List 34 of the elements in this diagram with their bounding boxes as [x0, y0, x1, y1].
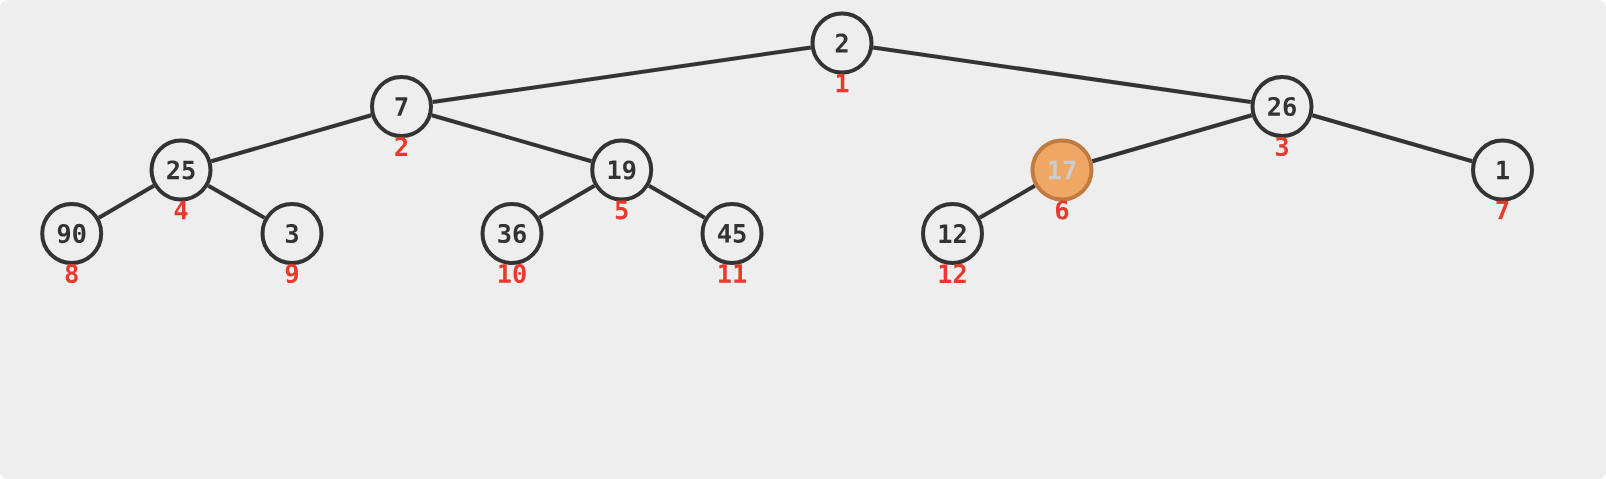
index-number: 3 — [1275, 136, 1288, 157]
tree-edge — [872, 45, 1252, 104]
tree-node: 26 — [1250, 75, 1314, 138]
tree-edge — [538, 184, 596, 220]
tree-node: 25 — [149, 138, 213, 202]
index-number: 11 — [719, 264, 747, 283]
tree-edge — [97, 184, 155, 220]
index-number: 8 — [65, 263, 78, 284]
index-number: 5 — [615, 200, 628, 220]
tree-node: 36 — [480, 202, 544, 265]
tree-node: 90 — [40, 202, 104, 265]
tree-edge — [1091, 113, 1253, 164]
tree-node: 12 — [921, 202, 984, 265]
highlighted-node: 17 — [1030, 138, 1094, 202]
tree-node: 7 — [370, 75, 433, 138]
index-number: 2 — [395, 137, 408, 156]
tree-edge — [978, 184, 1036, 220]
tree-edge — [648, 184, 706, 220]
tree-edge — [432, 45, 812, 104]
index-number: 12 — [939, 264, 966, 283]
tree-node: 1 — [1471, 138, 1534, 202]
index-number: 1 — [836, 73, 849, 93]
tree-node: 2 — [810, 11, 874, 75]
tree-edge — [431, 113, 592, 164]
tree-edge — [207, 183, 266, 220]
index-number: 6 — [1056, 200, 1069, 220]
tree-node: 45 — [700, 202, 764, 265]
index-number: 10 — [499, 263, 526, 284]
tree-node: 3 — [260, 202, 324, 265]
tree-edge — [1311, 113, 1473, 164]
index-number: 7 — [1496, 200, 1509, 220]
index-number: 9 — [285, 263, 298, 284]
index-number: 4 — [174, 200, 188, 220]
tree-edge — [210, 113, 372, 164]
